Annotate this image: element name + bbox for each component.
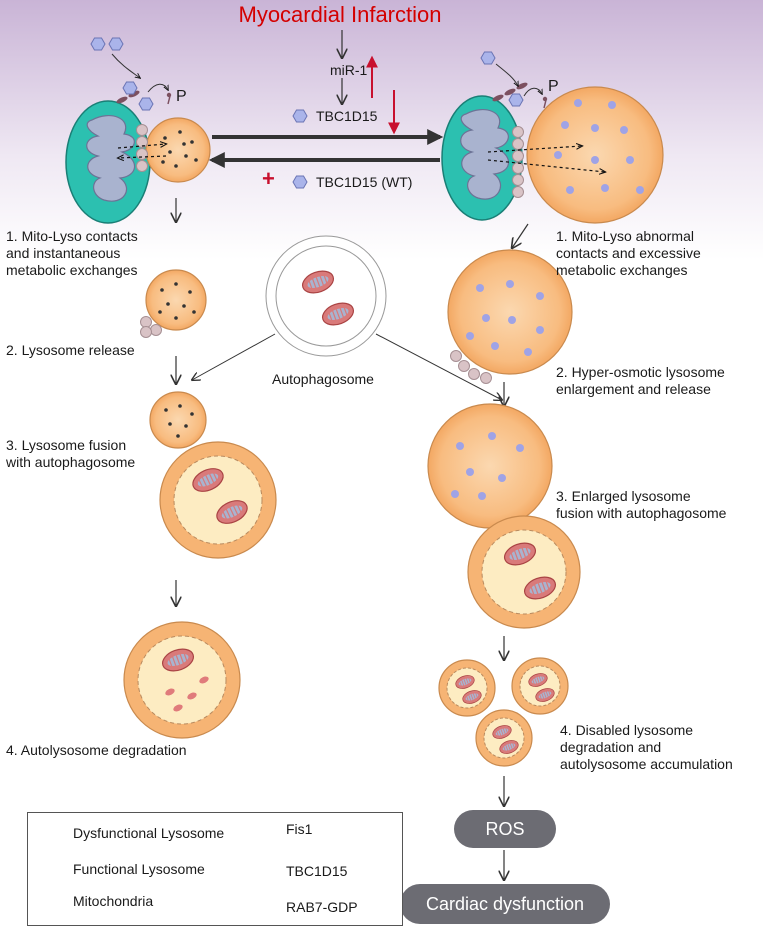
mir-label: miR-1 <box>330 62 368 78</box>
exchange-arrow <box>487 159 605 172</box>
center-pathway <box>208 30 444 189</box>
autophagosome-right-arrow <box>375 333 502 400</box>
autolysosome-inner <box>137 635 227 725</box>
lysosome-dots-purple <box>466 280 544 356</box>
right-step-2: 2. Hyper-osmotic lysosome enlargement an… <box>556 364 725 397</box>
right-mito-lyso-complex <box>441 51 664 224</box>
legend-tbc1d15: TBC1D15 <box>286 863 348 879</box>
rab7-bead <box>136 124 148 136</box>
tbc-recruit-arrow <box>111 53 140 78</box>
phospho-dot <box>166 92 172 98</box>
dysfunctional-lysosome-right <box>526 86 664 224</box>
tbc1d15-hex <box>292 175 308 189</box>
exchange-arrow <box>117 144 166 149</box>
plus-sign: + <box>262 166 275 191</box>
functional-lysosome-left <box>145 117 211 183</box>
rab7-bead <box>458 360 470 372</box>
ros-box: ROS <box>454 810 556 848</box>
tbc-wt-label: TBC1D15 (WT) <box>316 174 413 190</box>
right-step-4: 4. Disabled lysosome degradation and aut… <box>560 722 733 772</box>
rab7-bead <box>450 350 462 362</box>
cardiac-dysfunction-box: Cardiac dysfunction <box>400 884 610 924</box>
legend-fis1: Fis1 <box>286 821 313 837</box>
accumulated-autolysosome <box>438 659 496 717</box>
tbc1d15-hex <box>508 93 524 107</box>
tbc1d15-hex <box>90 37 106 51</box>
tbc-label: TBC1D15 <box>316 108 378 124</box>
tbc-recruit-arrow <box>495 63 518 86</box>
left-step-1: 1. Mito-Lyso contacts and instantaneous … <box>6 228 138 278</box>
legend-box: Dysfunctional Lysosome Functional Lysoso… <box>27 812 403 926</box>
autophagosome-inner-membrane <box>275 245 377 347</box>
tbc1d15-hex <box>138 97 154 111</box>
phospho-stick <box>167 95 171 105</box>
diagram-title: Myocardial Infarction <box>238 2 442 27</box>
left-column <box>123 198 277 739</box>
accumulated-autolysosome <box>511 657 569 715</box>
right-column <box>427 223 581 880</box>
phosphorylation-arrow <box>523 87 542 97</box>
lysosome-dots-right <box>554 99 644 194</box>
phospho-label-right: P <box>548 78 559 95</box>
rab7-bead <box>136 148 148 160</box>
tbc1d15-hex <box>122 81 138 95</box>
rab7-bead <box>150 324 162 336</box>
enlarged-lysosome-fusing <box>427 403 553 529</box>
fusing-lysosome-left <box>149 391 207 449</box>
autophagosome-center <box>192 235 502 400</box>
legend-mitochondria: Mitochondria <box>73 893 154 909</box>
rab7-bead <box>512 150 524 162</box>
tbc1d15-hex <box>292 109 308 123</box>
mitochondrion-cristae-left <box>86 115 136 202</box>
rab7-bead <box>468 368 480 380</box>
rab7-bead <box>140 316 152 328</box>
phospho-dot <box>542 96 548 102</box>
left-step-3: 3. Lysosome fusion with autophagosome <box>6 437 136 470</box>
rab7-bead <box>512 162 524 174</box>
left-step-4: 4. Autolysosome degradation <box>6 742 187 758</box>
exchange-arrow <box>487 146 582 153</box>
rab7-bead <box>136 160 148 172</box>
tbc1d15-hex <box>108 37 124 51</box>
degradation-fragments <box>165 676 209 712</box>
enlarged-lysosome <box>447 249 573 375</box>
accumulated-autolysosome <box>475 709 533 767</box>
right-step-1: 1. Mito-Lyso abnormal contacts and exces… <box>556 228 701 278</box>
mitochondrion-cristae-right <box>460 109 510 200</box>
legend-functional: Functional Lysosome <box>73 861 205 877</box>
tbc1d15-hex <box>480 51 496 65</box>
rab7-bead <box>140 326 152 338</box>
left-mito-lyso-complex <box>65 37 211 224</box>
autophagosome-label: Autophagosome <box>272 371 374 387</box>
rab7-bead <box>512 126 524 138</box>
lysosome-dots-purple <box>451 432 524 500</box>
phosphorylation-arrow <box>147 83 168 93</box>
lysosome-dots <box>164 404 194 438</box>
released-functional-lysosome <box>145 269 207 331</box>
right-step-3: 3. Enlarged lysosome fusion with autopha… <box>556 488 727 521</box>
legend-dysfunctional: Dysfunctional Lysosome <box>73 825 225 841</box>
lysosome-dots <box>158 282 196 320</box>
rab7-bead <box>512 186 524 198</box>
arrow-down <box>512 223 529 248</box>
phospho-label-left: P <box>176 88 187 105</box>
left-step-2: 2. Lysosome release <box>6 342 135 358</box>
rab7-bead <box>480 372 492 384</box>
legend-rab7: RAB7-GDP <box>286 899 358 915</box>
lysosome-dots-left <box>161 130 198 168</box>
rab7-bead <box>512 174 524 186</box>
autophagosome-left-arrow <box>192 333 276 380</box>
rab7-bead <box>512 138 524 150</box>
exchange-arrow <box>118 156 167 158</box>
phospho-stick <box>543 99 547 109</box>
